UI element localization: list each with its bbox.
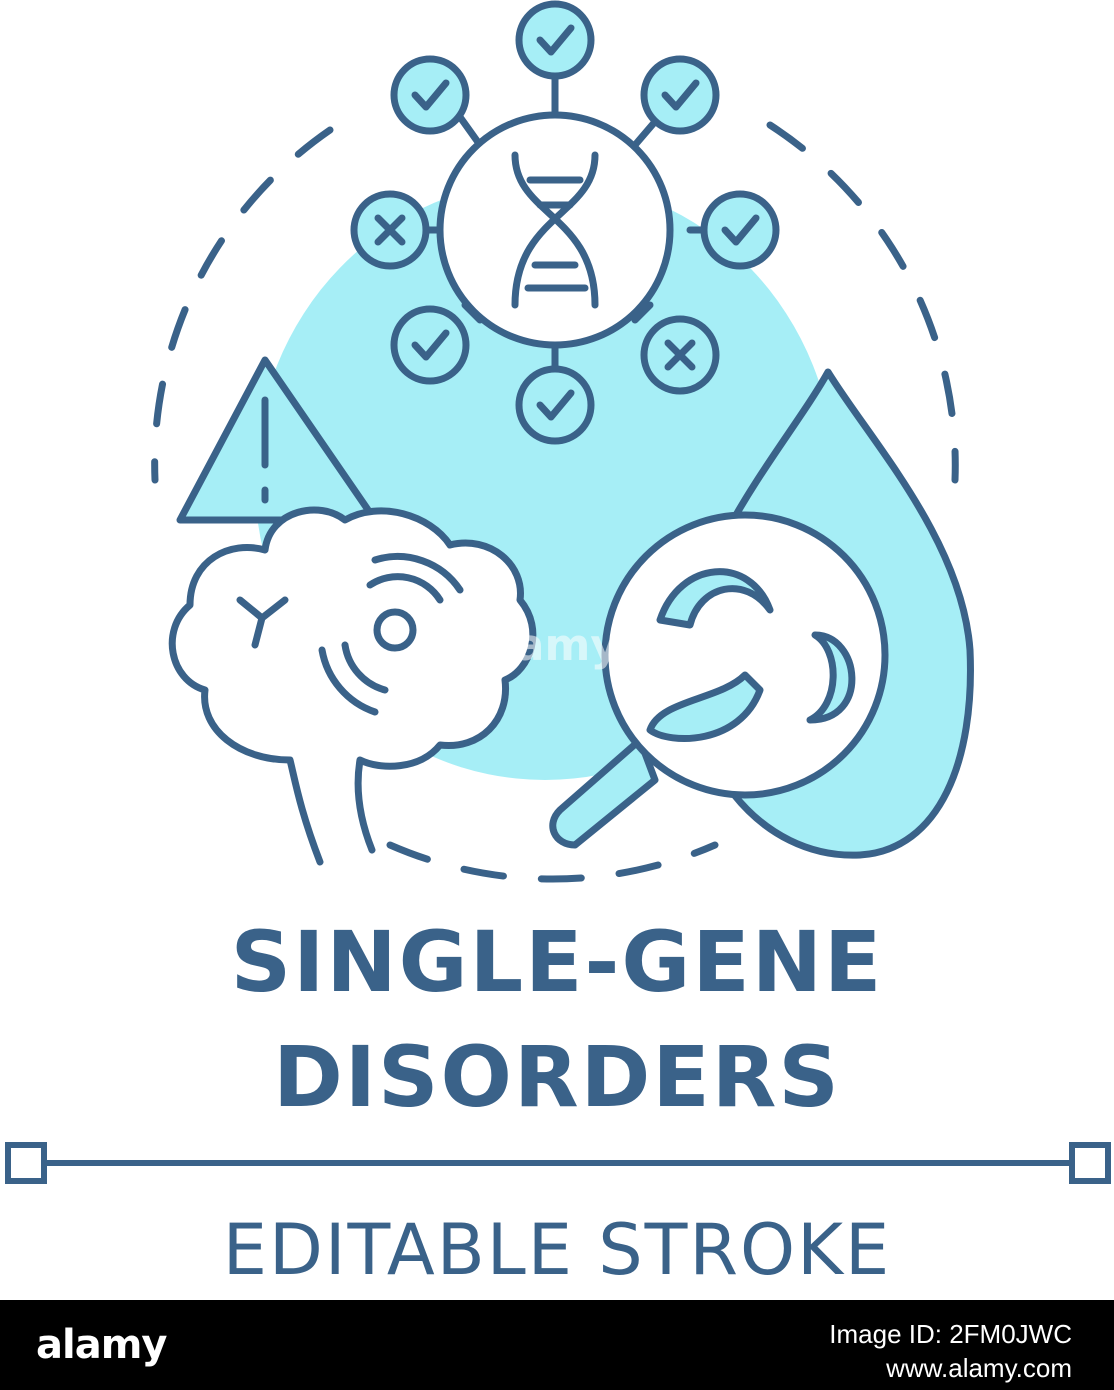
watermark-text: alamy — [470, 620, 619, 671]
gene-check-icon — [700, 190, 780, 270]
dna-hub — [436, 111, 674, 349]
alamy-logo: alamy — [36, 1322, 167, 1368]
subtitle-editable-stroke: EDITABLE STROKE — [222, 1209, 892, 1291]
gene-x-icon — [350, 190, 430, 270]
gene-check-icon — [640, 55, 720, 135]
divider-right-handle — [1069, 1142, 1111, 1184]
magnifier-icon — [549, 511, 889, 849]
gene-check-icon — [390, 305, 470, 385]
title-line-2: DISORDERS — [273, 1028, 841, 1126]
gene-check-icon — [515, 0, 595, 80]
dashed-ring — [151, 121, 959, 883]
footer-image-info: Image ID: 2FM0JWC www.alamy.com — [829, 1318, 1072, 1386]
gene-check-icon — [515, 365, 595, 445]
title-line-1: SINGLE-GENE — [230, 913, 884, 1011]
gene-x-icon — [640, 315, 720, 395]
footer-site: www.alamy.com — [886, 1352, 1072, 1383]
footer-bar: alamy Image ID: 2FM0JWC www.alamy.com — [0, 1300, 1114, 1390]
footer-image-id: Image ID: 2FM0JWC — [829, 1319, 1072, 1349]
gene-check-icon — [390, 55, 470, 135]
divider-left-handle — [5, 1142, 47, 1184]
dna-icon — [511, 151, 599, 309]
single-gene-disorders-illustration — [151, 0, 974, 883]
brain-icon — [168, 506, 537, 866]
divider-line — [5, 1142, 1111, 1184]
